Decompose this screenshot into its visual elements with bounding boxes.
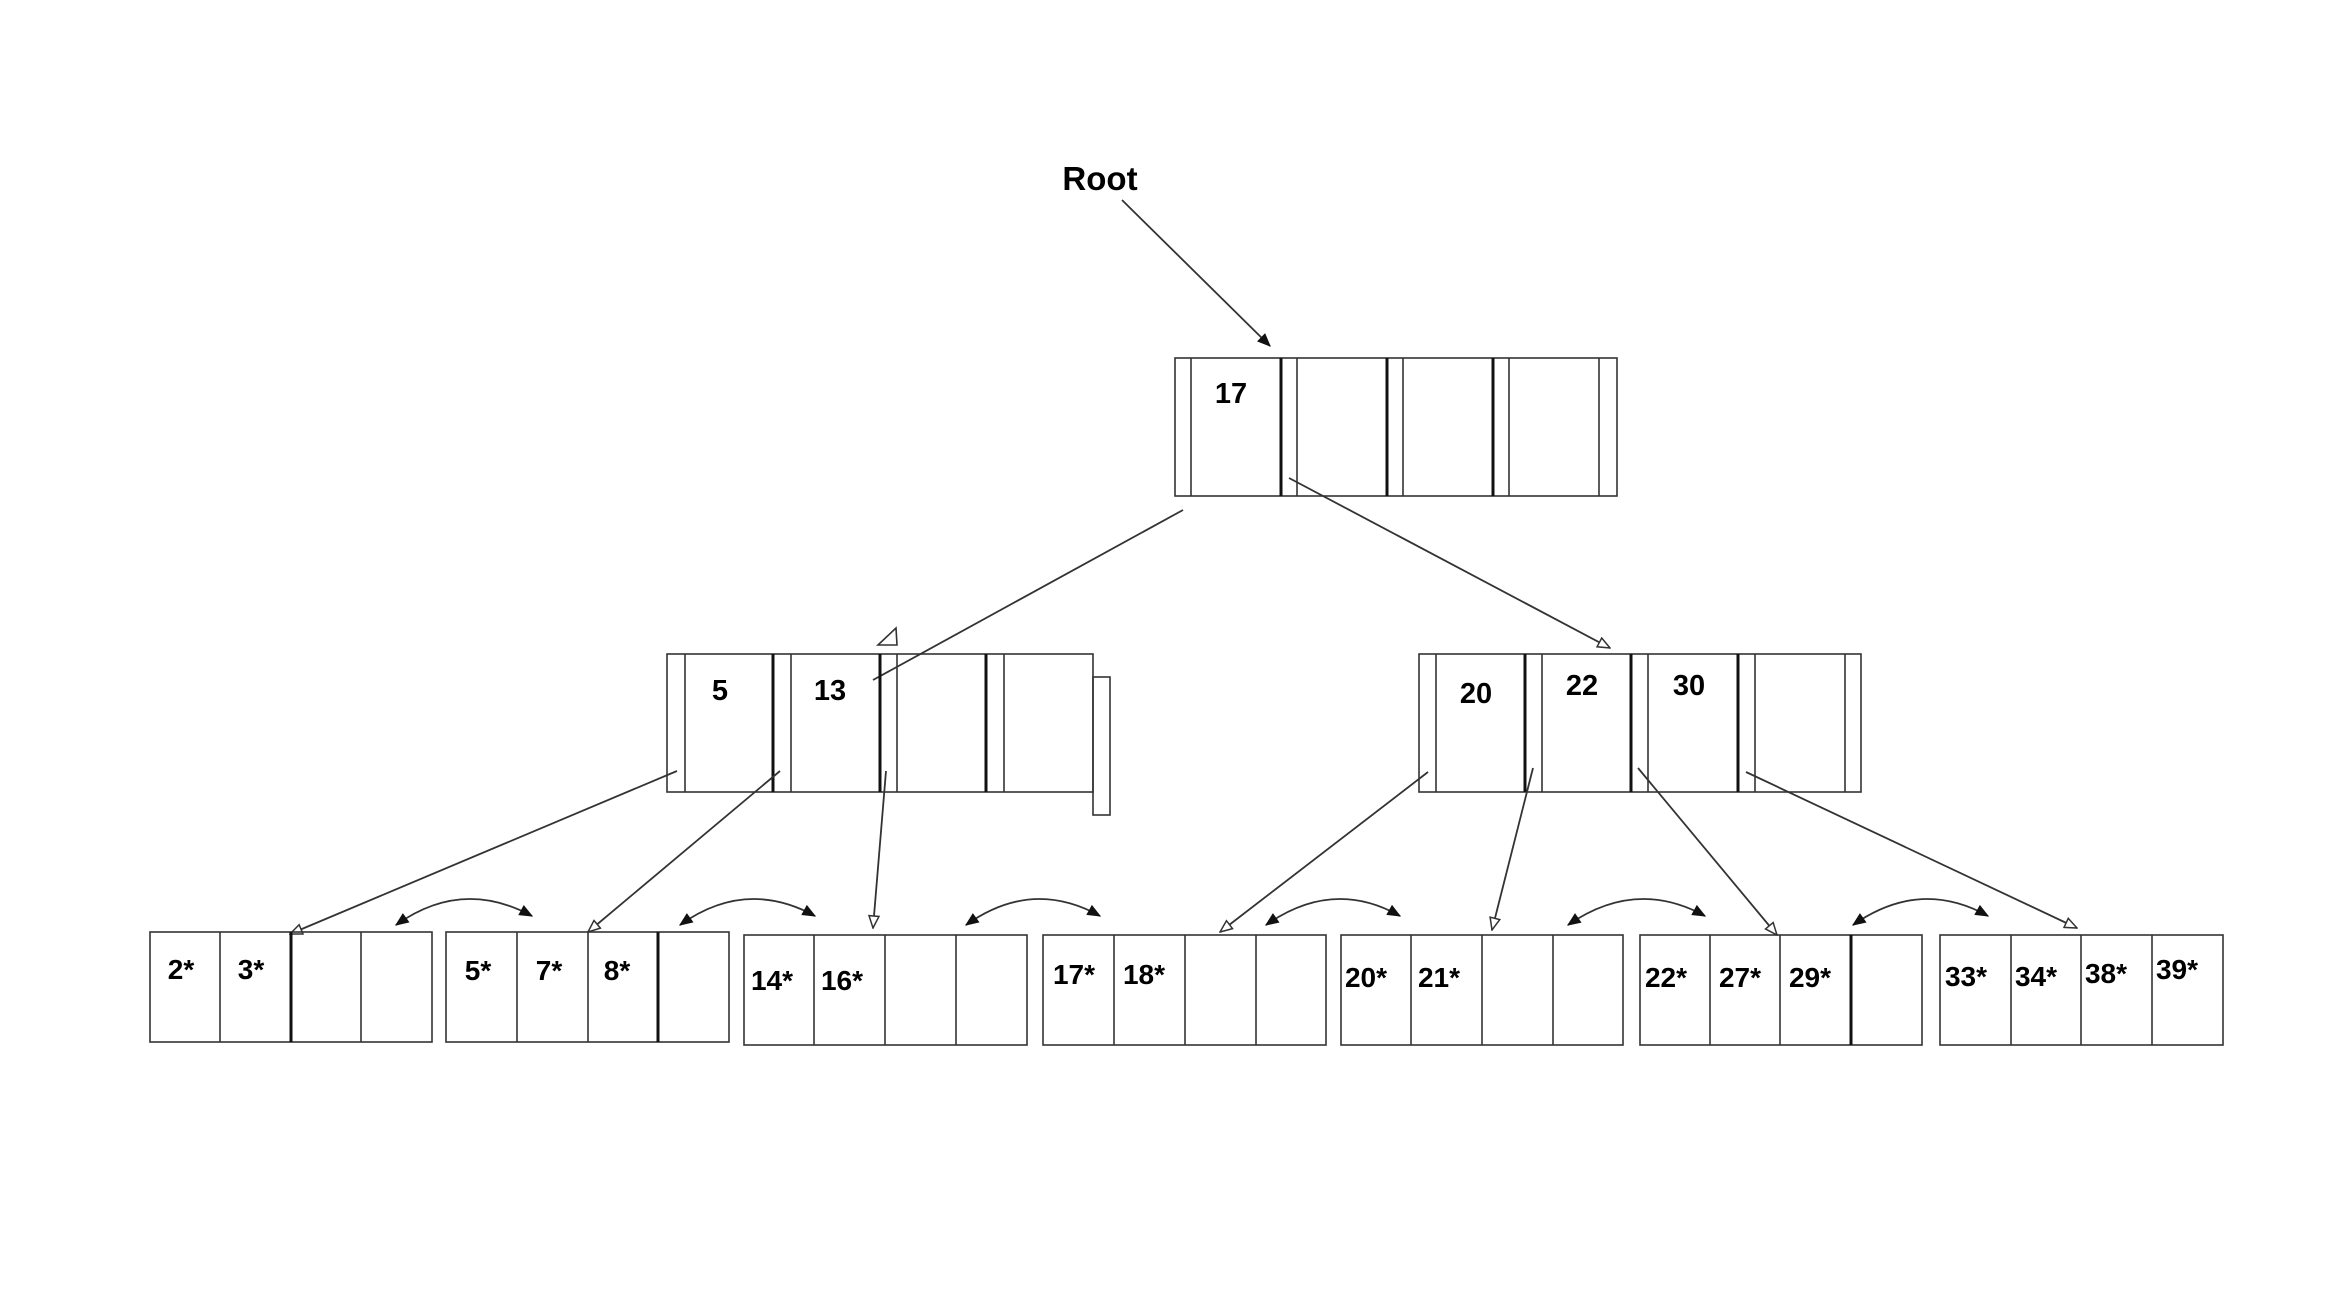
leaf-entry: 5*	[465, 955, 492, 986]
child-pointer	[588, 770, 781, 932]
internal-node-left: 5 13	[666, 653, 1111, 816]
child-pointer	[1220, 771, 1429, 932]
root-key: 17	[1215, 378, 1247, 410]
child-pointer	[1637, 767, 1777, 935]
internal-node-right: 20 22 30	[1418, 653, 1862, 793]
internal-key: 22	[1566, 670, 1598, 702]
sibling-link	[1853, 898, 1988, 925]
leaf-entry: 14*	[751, 965, 793, 996]
internal-key: 5	[712, 675, 728, 707]
leaf-entry: 2*	[168, 954, 195, 985]
internal-key: 30	[1673, 670, 1705, 702]
leaf-entry: 33*	[1945, 961, 1987, 992]
leaf-node: 22* 27* 29*	[1639, 934, 1923, 1046]
leaf-entry: 29*	[1789, 962, 1831, 993]
leaf-entry: 8*	[604, 955, 631, 986]
leaf-node: 17* 18*	[1042, 934, 1327, 1046]
left-internal-arrowhead	[875, 626, 898, 646]
leaf-entry: 22*	[1645, 962, 1687, 993]
leaf-node: 14* 16*	[743, 934, 1028, 1046]
leaf-entry: 20*	[1345, 962, 1387, 993]
leaf-node: 2* 3*	[149, 931, 433, 1043]
leaf-entry: 21*	[1418, 962, 1460, 993]
leaf-entry: 7*	[536, 955, 563, 986]
root-to-left-internal-pointer	[872, 509, 1184, 681]
leaf-entry: 16*	[821, 965, 863, 996]
child-pointer	[873, 770, 887, 928]
leaf-entry: 39*	[2156, 954, 2198, 985]
leaf-entry: 3*	[238, 954, 265, 985]
leaf-entry: 18*	[1123, 959, 1165, 990]
root-node: 17	[1174, 357, 1618, 497]
leaf-entry: 27*	[1719, 962, 1761, 993]
internal-key: 13	[814, 675, 846, 707]
sibling-link	[1568, 898, 1705, 926]
root-pointer-arrow	[1121, 199, 1270, 346]
sibling-link	[1266, 898, 1400, 925]
leaf-entry: 34*	[2015, 961, 2057, 992]
leaf-node: 5* 7* 8*	[445, 931, 730, 1043]
sibling-link	[680, 898, 815, 925]
root-label: Root	[1062, 160, 1137, 197]
leaf-node: 20* 21*	[1340, 934, 1624, 1046]
child-pointer	[1492, 767, 1534, 930]
sibling-link	[396, 898, 532, 925]
sibling-link	[966, 898, 1100, 925]
leaf-entry: 38*	[2085, 958, 2127, 989]
leaf-entry: 17*	[1053, 959, 1095, 990]
child-pointer	[290, 770, 678, 935]
root-to-right-internal-pointer	[1288, 477, 1610, 648]
child-pointer	[1745, 771, 2077, 928]
leaf-node: 33* 34* 38* 39*	[1939, 934, 2224, 1046]
internal-key: 20	[1460, 678, 1492, 710]
